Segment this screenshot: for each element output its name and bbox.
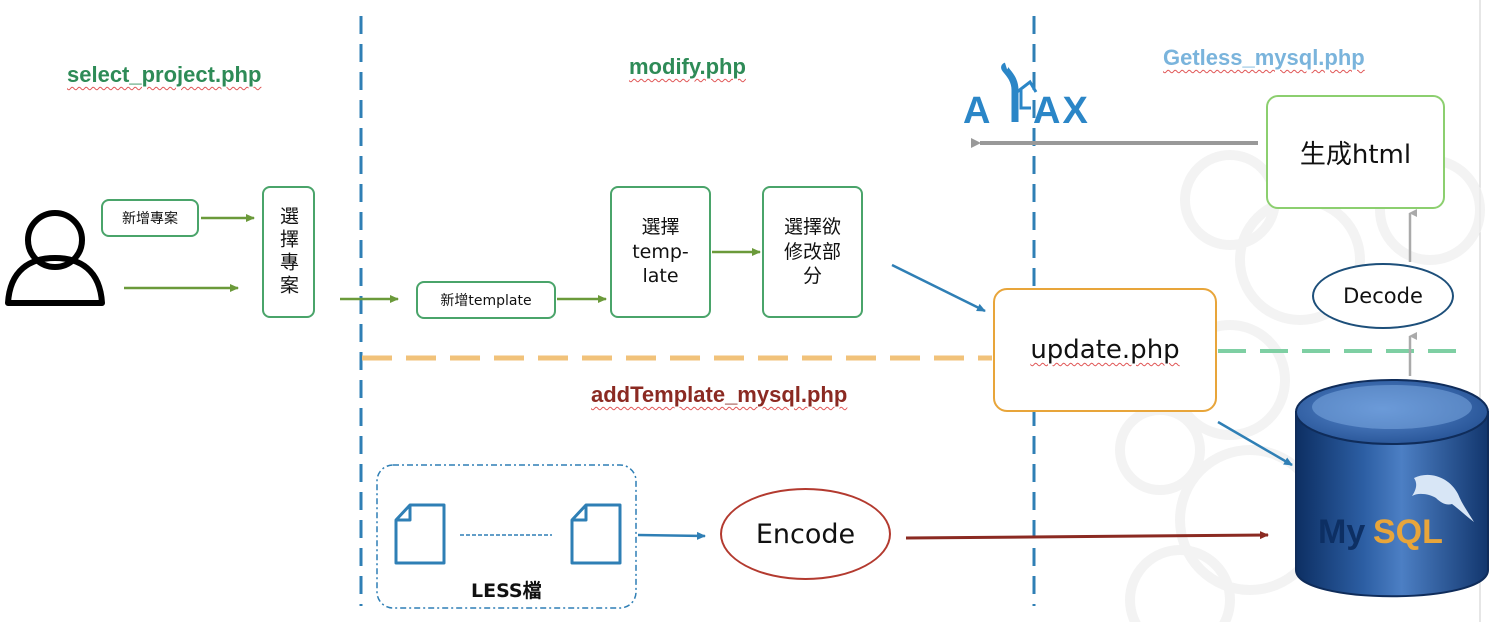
arrow-part-to-update <box>891 263 986 313</box>
label-getless: Getless_mysql.php <box>1163 45 1365 70</box>
svg-text:A: A <box>963 90 992 132</box>
mysql-text-sql: SQL <box>1373 513 1443 551</box>
less-files-label: LESS檔 <box>471 580 542 602</box>
label-modify: modify.php <box>629 54 746 79</box>
user-icon <box>5 210 105 306</box>
arrow-encode-to-mysql <box>905 531 1269 540</box>
less-group-box <box>376 464 637 609</box>
mysql-database-icon: My SQL <box>1295 379 1489 598</box>
ajax-logo: A AX <box>963 62 1090 132</box>
select-project-node: 選擇專案 <box>262 186 315 318</box>
update-php-label: update.php <box>1030 335 1180 365</box>
svg-text:AX: AX <box>1033 90 1090 132</box>
mysql-text-my: My <box>1318 513 1365 551</box>
update-php-node: update.php <box>993 288 1217 412</box>
file-icon <box>570 503 622 565</box>
label-add-template: addTemplate_mysql.php <box>591 382 848 407</box>
decode-node: Decode <box>1312 263 1454 329</box>
file-icon <box>394 503 446 565</box>
label-select-project: select_project.php <box>67 62 262 87</box>
select-part-node: 選擇欲 修改部 分 <box>762 186 863 318</box>
select-project-label: 選擇專案 <box>277 206 299 298</box>
arrow-less-to-encode <box>637 531 706 540</box>
select-template-node: 選擇 temp- late <box>610 186 711 318</box>
new-project-node: 新增專案 <box>101 199 199 237</box>
encode-node: Encode <box>720 488 891 580</box>
arrow-update-to-mysql <box>1217 420 1293 467</box>
generate-html-node: 生成html <box>1266 95 1445 209</box>
new-template-node: 新增template <box>416 281 556 319</box>
